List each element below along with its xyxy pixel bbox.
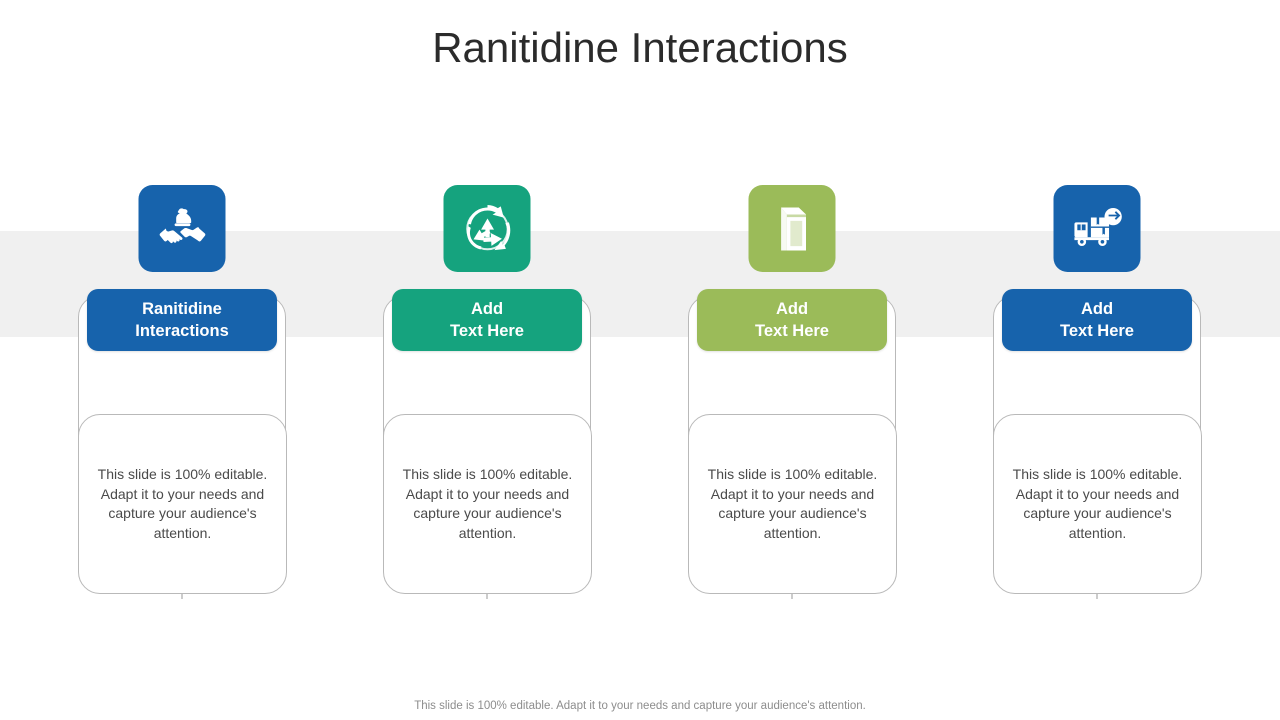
handshake-chess-knight-icon — [155, 202, 209, 256]
description-box-2[interactable]: This slide is 100% editable. Adapt it to… — [383, 414, 592, 594]
label-pill-2[interactable]: Add Text Here — [392, 289, 582, 351]
description-text-1: This slide is 100% editable. Adapt it to… — [97, 466, 268, 541]
label-line-2: Text Here — [1060, 322, 1134, 340]
footer-note: This slide is 100% editable. Adapt it to… — [414, 700, 866, 712]
label-line-1: Ranitidine — [142, 300, 222, 318]
description-text-4: This slide is 100% editable. Adapt it to… — [1012, 466, 1183, 541]
description-box-3[interactable]: This slide is 100% editable. Adapt it to… — [688, 414, 897, 594]
description-box-1[interactable]: This slide is 100% editable. Adapt it to… — [78, 414, 287, 594]
label-line-2: Text Here — [450, 322, 524, 340]
description-text-2: This slide is 100% editable. Adapt it to… — [402, 466, 573, 541]
page-title: Ranitidine Interactions — [432, 24, 848, 71]
description-box-4[interactable]: This slide is 100% editable. Adapt it to… — [993, 414, 1202, 594]
icon-tile-2[interactable] — [443, 185, 531, 272]
description-text-3: This slide is 100% editable. Adapt it to… — [707, 466, 878, 541]
milk-carton-icon — [767, 202, 817, 256]
icon-tile-1[interactable] — [138, 185, 226, 272]
recycle-icon — [460, 202, 514, 256]
icon-tile-3[interactable] — [748, 185, 836, 272]
label-line-1: Add — [470, 300, 504, 318]
label-pill-3[interactable]: Add Text Here — [697, 289, 887, 351]
delivery-truck-exchange-icon — [1069, 203, 1125, 255]
icon-tile-4[interactable] — [1053, 185, 1141, 272]
label-pill-1[interactable]: Ranitidine Interactions — [87, 289, 277, 351]
label-line-1: Add — [775, 300, 809, 318]
label-pill-4[interactable]: Add Text Here — [1002, 289, 1192, 351]
label-line-2: Interactions — [135, 322, 229, 340]
label-line-2: Text Here — [755, 322, 829, 340]
label-line-1: Add — [1080, 300, 1114, 318]
